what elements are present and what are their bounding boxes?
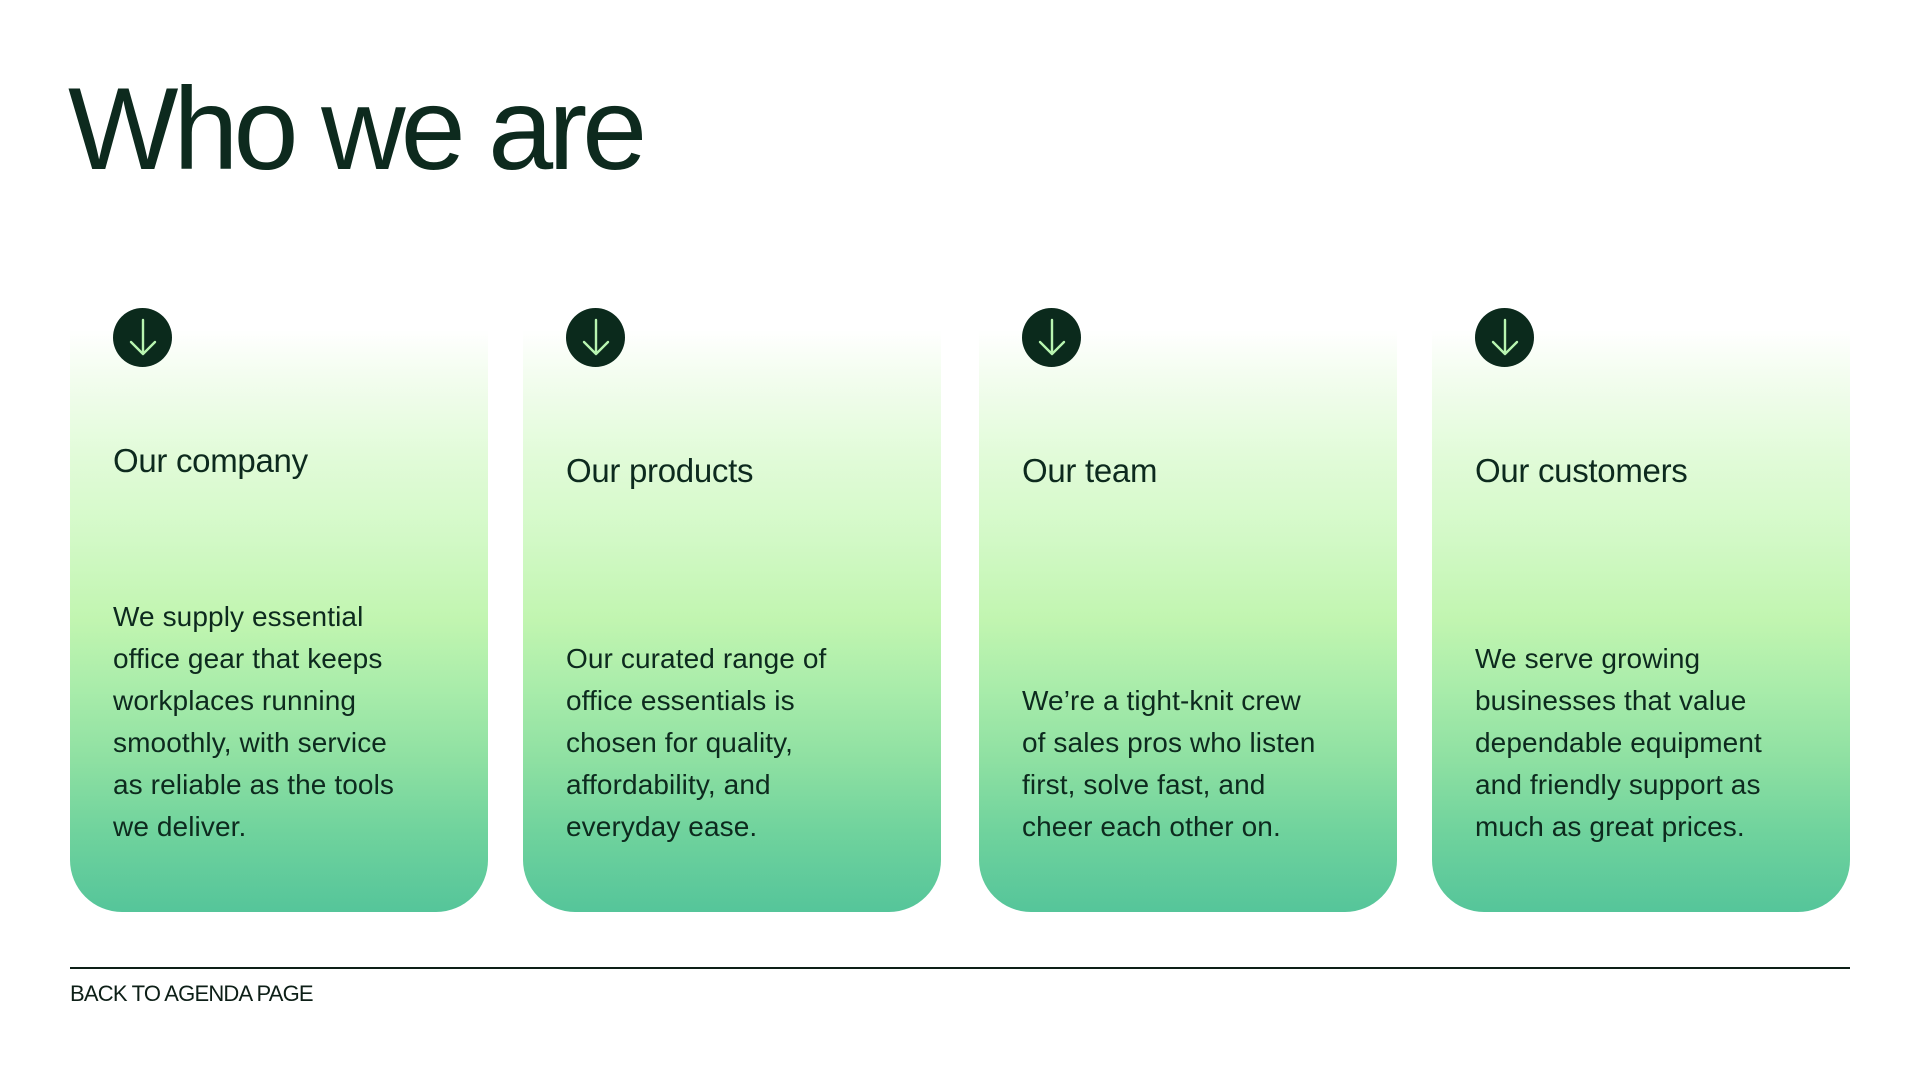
card-body: We’re a tight-knit crew of sales pros wh… (1022, 685, 1316, 842)
card-title: Our customers (1475, 452, 1688, 489)
arrow-down-icon[interactable] (1475, 308, 1534, 367)
arrow-down-icon[interactable] (1022, 308, 1081, 367)
card-title: Our company (113, 442, 308, 479)
footer-divider (70, 967, 1850, 969)
back-to-agenda-link[interactable]: BACK TO AGENDA PAGE (70, 981, 314, 1006)
arrow-down-glyph (582, 318, 609, 355)
arrow-down-glyph (1491, 318, 1518, 355)
card-title: Our products (566, 452, 754, 489)
card-body: We serve growing businesses that value d… (1475, 643, 1762, 842)
card-title: Our team (1022, 452, 1158, 489)
page-title: Who we are (68, 63, 647, 194)
arrow-down-icon[interactable] (113, 308, 172, 367)
arrow-down-glyph (1038, 318, 1065, 355)
card-our-products (523, 330, 941, 912)
card-body: Our curated range of office essentials i… (566, 643, 827, 842)
card-body: We supply essential office gear that kee… (113, 601, 395, 842)
card-our-company (70, 330, 488, 912)
card-our-team (979, 330, 1397, 912)
card-our-customers (1432, 330, 1850, 912)
arrow-down-icon[interactable] (566, 308, 625, 367)
arrow-down-glyph (129, 318, 156, 355)
